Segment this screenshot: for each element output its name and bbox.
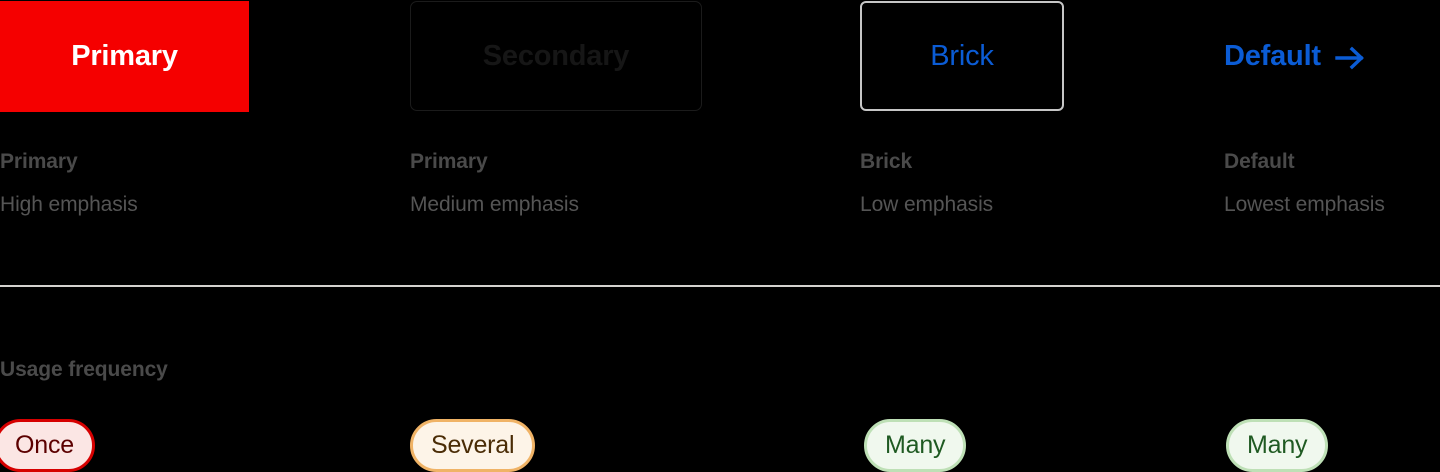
variant-column-primary: Primary Primary High emphasis [0,0,360,285]
brick-button[interactable]: Brick [860,1,1064,111]
variant-name: Primary [410,150,488,173]
primary-button[interactable]: Primary [0,0,249,112]
variant-description: Primary Medium emphasis [410,148,810,218]
variant-emphasis: Low emphasis [860,193,994,216]
variant-name: Default [1224,150,1295,173]
usage-frequency-section: Usage frequency Once Several Many Many [0,287,1440,472]
variant-column-default: Default Default Lowest emphasis [1224,0,1440,285]
button-slot: Primary [0,0,249,112]
button-variants-row: Primary Primary High emphasis Secondary … [0,0,1440,285]
usage-pill-many-brick[interactable]: Many [864,419,967,472]
button-slot: Brick [860,0,1064,112]
variant-name: Brick [860,150,913,173]
usage-frequency-heading: Usage frequency [0,358,168,381]
variant-column-secondary: Secondary Primary Medium emphasis [410,0,770,285]
usage-pill-once[interactable]: Once [0,419,95,472]
variant-column-brick: Brick Brick Low emphasis [860,0,1220,285]
button-slot: Default [1224,0,1365,112]
default-button-label: Default [1224,39,1321,72]
button-slot: Secondary [410,0,702,112]
variant-description: Brick Low emphasis [860,148,1260,218]
usage-pill-several[interactable]: Several [410,419,536,472]
secondary-button[interactable]: Secondary [410,1,702,111]
arrow-right-icon [1335,45,1365,71]
default-button[interactable]: Default [1224,1,1365,111]
variant-emphasis: High emphasis [0,193,138,216]
section-divider [0,285,1440,287]
usage-pill-many-default[interactable]: Many [1226,419,1329,472]
variant-emphasis: Medium emphasis [410,193,579,216]
variant-description: Primary High emphasis [0,148,400,218]
variant-name: Primary [0,150,78,173]
variant-emphasis: Lowest emphasis [1224,193,1385,216]
variant-description: Default Lowest emphasis [1224,148,1440,218]
usage-frequency-pill-row: Once Several Many Many [0,419,1440,472]
